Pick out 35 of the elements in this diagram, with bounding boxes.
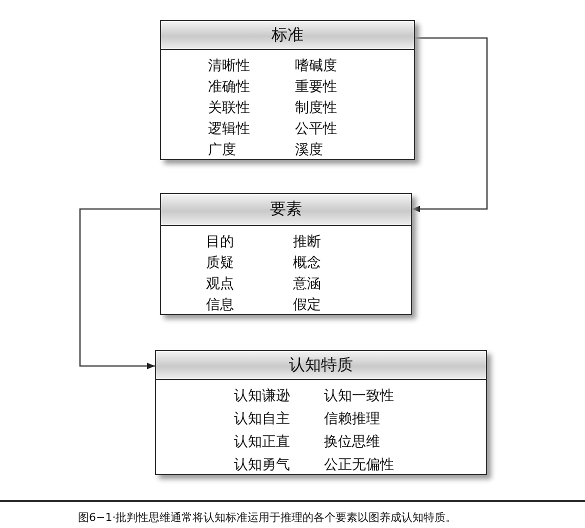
list-item: 认知自主 (234, 411, 290, 428)
list-item: 假定 (293, 297, 321, 314)
list-item: 信赖推理 (324, 411, 380, 428)
list-item: 嗜碱度 (295, 58, 337, 75)
list-item: 重要性 (295, 79, 337, 96)
arrow (412, 37, 488, 212)
list-item: 认知勇气 (234, 457, 290, 474)
list-item: 清晰性 (208, 58, 250, 75)
list-item: 意涵 (293, 276, 321, 293)
list-item: 信息 (206, 297, 234, 314)
list-item: 推断 (293, 234, 321, 251)
list-box (160, 193, 412, 315)
list-item: 逻辑性 (208, 121, 250, 138)
list-item: 认知谦逊 (234, 388, 290, 405)
box-heading: 要素 (270, 199, 302, 220)
list-item: 观点 (206, 276, 234, 293)
list-item: 认知一致性 (324, 388, 394, 405)
list-item: 溪度 (295, 142, 323, 159)
list-item: 公正无偏性 (324, 457, 394, 474)
list-item: 制度性 (295, 100, 337, 117)
box-heading: 标准 (272, 24, 304, 46)
list-box (160, 20, 415, 160)
list-item: 广度 (208, 142, 236, 159)
box-heading: 认知特质 (289, 354, 353, 376)
list-item: 公平性 (295, 121, 337, 138)
figure-caption: 图6−1·批判性思维通常将认知标准运用于推理的各个要素以图养成认知特质。 (78, 510, 457, 525)
list-item: 质疑 (206, 255, 234, 272)
list-item: 换位思维 (324, 434, 380, 451)
list-item: 目的 (206, 234, 234, 251)
arrow (79, 208, 160, 370)
list-item: 认知正直 (234, 434, 290, 451)
list-item: 概念 (293, 255, 321, 272)
list-item: 关联性 (208, 100, 250, 117)
list-box (155, 350, 487, 475)
list-item: 准确性 (208, 79, 250, 96)
